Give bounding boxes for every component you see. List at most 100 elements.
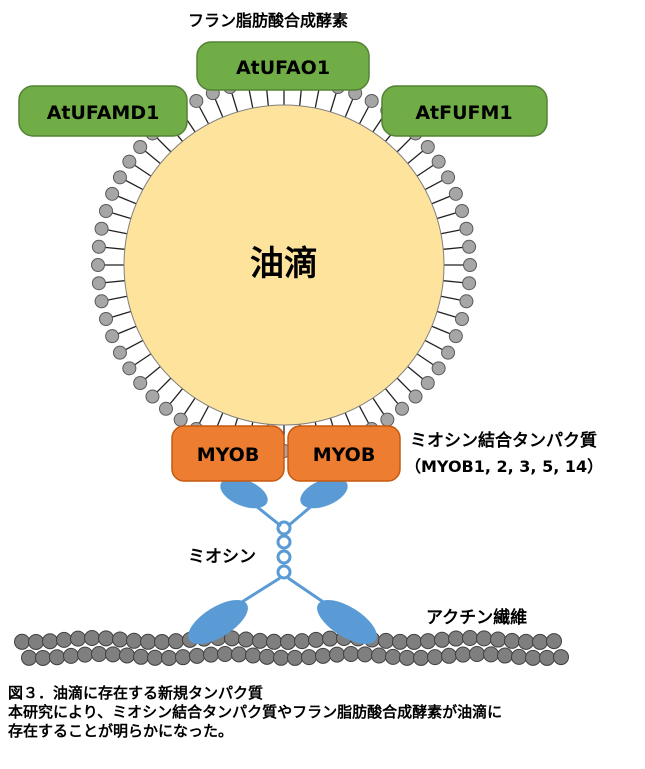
lipid-head [364, 93, 379, 108]
actin-monomer [462, 630, 478, 647]
actin-monomer [140, 633, 156, 650]
actin-monomer [112, 631, 128, 648]
lipid-head [112, 345, 127, 360]
lipid-tail [443, 246, 464, 250]
lipid-tail [156, 377, 172, 393]
myosin-tail-right [300, 477, 348, 509]
myosin-head-right [317, 599, 377, 645]
lipid-head [454, 204, 469, 219]
lipid-tail [443, 280, 464, 284]
lipid-head [420, 375, 435, 390]
lipid-tail [107, 229, 128, 235]
lipid-head [189, 93, 204, 108]
actin-monomer [161, 649, 177, 666]
atfufm1-label: AtFUFM1 [415, 102, 512, 124]
actin-monomer [266, 633, 282, 650]
lipid-head [459, 221, 474, 236]
actin-monomer [434, 631, 450, 648]
myosin-coil [276, 534, 292, 550]
lipid-tail [104, 246, 125, 250]
lipid-head [173, 412, 188, 427]
actin-monomer [77, 646, 93, 663]
lipid-head [420, 140, 435, 155]
lipid-head [122, 361, 137, 376]
actin-monomer [217, 646, 233, 663]
lipid-head [462, 276, 477, 291]
actin-monomer [539, 649, 555, 666]
actin-monomer [105, 646, 121, 663]
myosin-head-left [188, 599, 248, 645]
lipid-head [380, 412, 395, 427]
actin-monomer [42, 633, 58, 650]
actin-label: アクチン繊維 [426, 607, 527, 628]
lipid-tail [416, 353, 435, 366]
myosin-label: ミオシン [188, 547, 256, 567]
lipid-tail [329, 92, 337, 113]
caption-line-2: 存在することが明らかになった。 [8, 722, 234, 740]
actin-monomer [448, 630, 464, 647]
actin-monomer [189, 647, 205, 664]
lipid-tail [372, 397, 385, 416]
actin-monomer [385, 648, 401, 665]
actin-monomer [399, 649, 415, 666]
lipid-head [112, 170, 127, 185]
actin-monomer [427, 649, 443, 666]
lipid-head [99, 311, 114, 326]
lipid-head [105, 329, 120, 344]
actin-monomer [406, 633, 422, 650]
actin-monomer [490, 631, 506, 648]
myob-right-box [287, 425, 401, 482]
atufao1-box [196, 41, 370, 91]
lipid-tail [133, 353, 152, 366]
actin-filament [14, 630, 569, 666]
lipid-tail [144, 366, 161, 380]
actin-monomer [91, 646, 107, 663]
lipid-head [459, 294, 474, 309]
actin-monomer [476, 630, 492, 647]
lipid-tail [124, 339, 144, 351]
actin-monomer [133, 648, 149, 665]
lipid-head [431, 361, 446, 376]
oil-droplet-diagram: フラン脂肪酸合成酵素 油滴 AtUFAO1 AtUFAMD1 AtFUFM1 M… [14, 11, 603, 666]
figure-caption: 図３．油滴に存在する新規タンパク質 本研究により、ミオシン結合タンパク質やフラン… [8, 684, 638, 741]
lipid-tail [111, 310, 132, 318]
myob-left-box [171, 425, 285, 482]
lipid-tail [416, 164, 435, 177]
lipid-head [394, 401, 409, 416]
lipid-tail [440, 295, 461, 301]
atufao1-label: AtUFAO1 [236, 57, 330, 79]
actin-monomer [231, 646, 247, 663]
actin-monomer [21, 649, 37, 666]
lipid-head [133, 375, 148, 390]
actin-monomer [371, 647, 387, 664]
actin-monomer [35, 649, 51, 666]
actin-monomer [546, 633, 562, 650]
actin-monomer [511, 648, 527, 665]
lipid-tail [107, 295, 128, 301]
lipid-head [105, 186, 120, 201]
actin-monomer [483, 646, 499, 663]
atufamd1-box [18, 85, 188, 137]
actin-monomer [315, 647, 331, 664]
lipid-head [91, 258, 105, 272]
actin-monomer [147, 649, 163, 666]
actin-monomer [469, 646, 485, 663]
lipid-tail [424, 339, 444, 351]
actin-monomer [378, 632, 394, 649]
actin-monomer [252, 632, 268, 649]
actin-monomer [119, 647, 135, 664]
actin-monomer [329, 646, 345, 663]
actin-monomer [518, 633, 534, 650]
lipid-head [99, 204, 114, 219]
lipid-tail [314, 88, 320, 109]
actin-monomer [63, 647, 79, 664]
actin-monomer [70, 630, 86, 647]
caption-line-1: 本研究により、ミオシン結合タンパク質やフラン脂肪酸合成酵素が油滴に [8, 703, 503, 721]
actin-monomer [287, 649, 303, 666]
lipid-tail [431, 195, 451, 205]
lipid-tail [231, 92, 239, 113]
lipid-tail [436, 310, 457, 318]
atufamd1-label: AtUFAMD1 [47, 102, 160, 124]
lipid-tail [198, 105, 210, 125]
lipid-tail [183, 397, 196, 416]
